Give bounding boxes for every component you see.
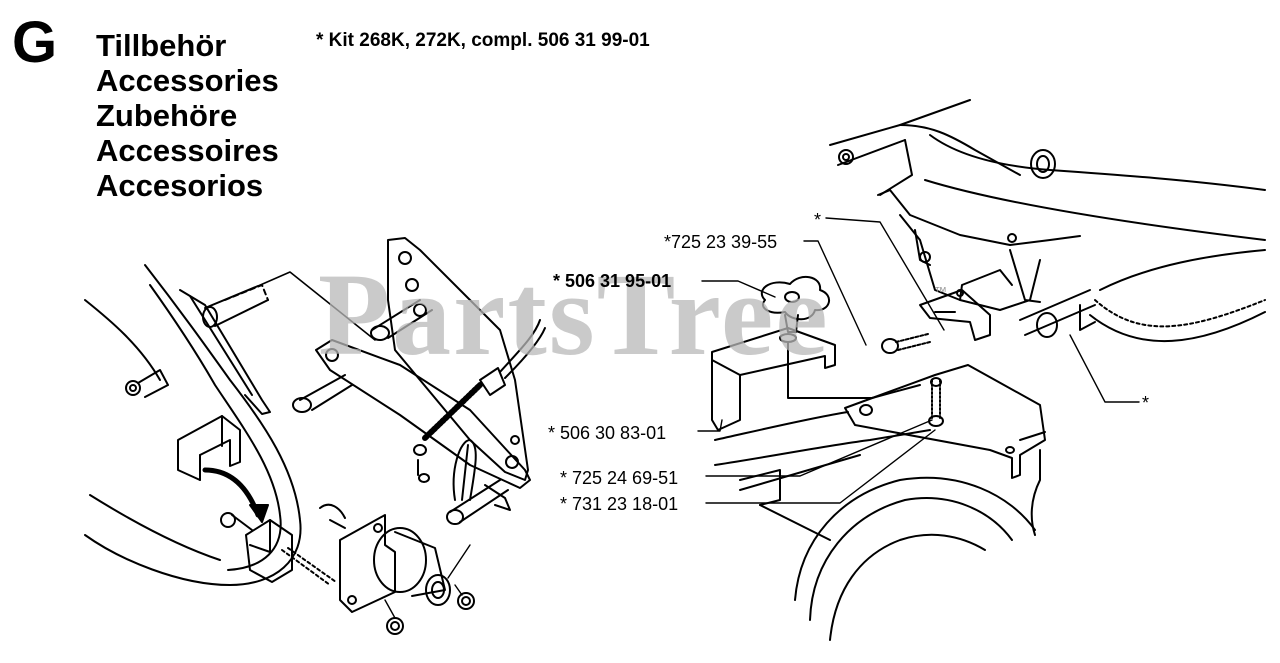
- leader-lines: [697, 217, 1140, 504]
- title-spanish: Accesorios: [96, 168, 264, 203]
- callout-725-23-39-55[interactable]: *725 23 39-55: [664, 232, 778, 252]
- hitch-plate: [292, 237, 546, 525]
- title-block: Tillbehör Accessories Zubehöre Accessoir…: [96, 28, 279, 203]
- watermark-trademark: ™: [934, 284, 947, 299]
- title-german: Zubehöre: [96, 98, 238, 133]
- callout-725-24-69-51[interactable]: * 725 24 69-51: [560, 468, 679, 488]
- section-letter: G: [12, 10, 58, 75]
- callout-731-23-18-01[interactable]: * 731 23 18-01: [560, 494, 679, 514]
- callout-star-right[interactable]: *: [1142, 393, 1150, 413]
- right-u-bracket: [711, 327, 921, 431]
- callout-star-top[interactable]: *: [814, 210, 822, 230]
- kit-note: * Kit 268K, 272K, compl. 506 31 99-01: [316, 30, 650, 51]
- title-swedish: Tillbehör: [96, 28, 227, 63]
- left-machine-frame: [84, 264, 376, 586]
- watermark: PartsTree: [318, 249, 830, 380]
- left-u-bracket: [177, 415, 269, 523]
- right-machine-body: [829, 99, 1266, 354]
- title-english: Accessories: [96, 63, 279, 98]
- title-french: Accessoires: [96, 133, 279, 168]
- right-plate: [714, 364, 1046, 641]
- callout-506-30-83-01[interactable]: * 506 30 83-01: [548, 423, 667, 443]
- star-knob: [760, 275, 830, 333]
- callout-506-31-95-01[interactable]: * 506 31 95-01: [553, 271, 672, 291]
- left-lower-bracket: [220, 503, 475, 635]
